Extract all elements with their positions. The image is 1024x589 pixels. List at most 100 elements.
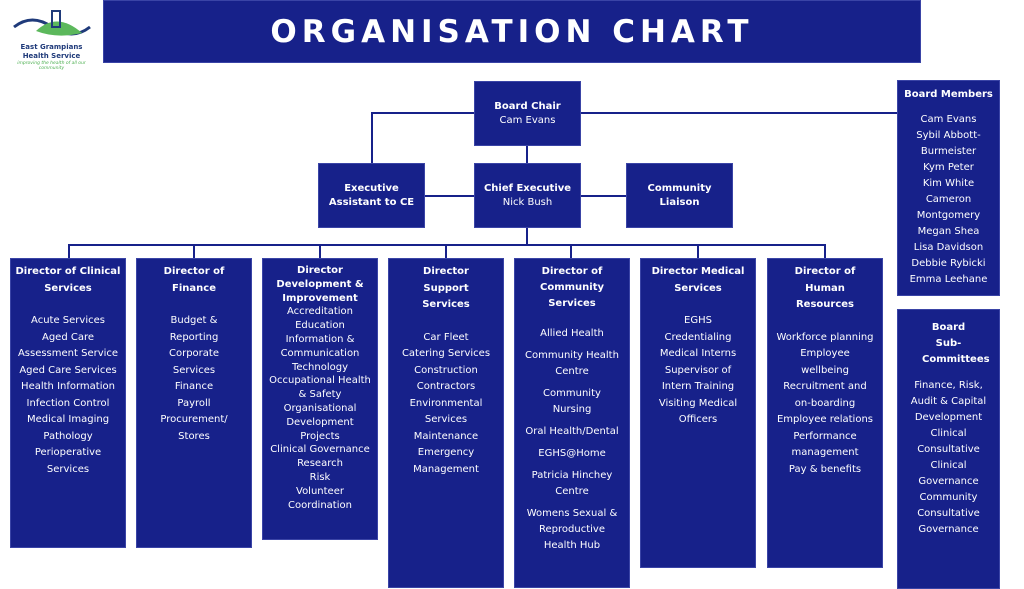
director-heading: Director of Finance [163, 266, 225, 294]
list-item: Infection Control [26, 397, 110, 409]
list-item: Payroll [177, 397, 211, 409]
list-item: Lisa Davidson [913, 242, 984, 253]
list-item: Risk [309, 471, 331, 483]
connector [68, 244, 826, 246]
list-item: Emergency Management [413, 447, 479, 475]
list-item: Education [295, 320, 345, 332]
list-item: Corporate Services [169, 348, 219, 376]
director-heading: Director of Community Services [539, 266, 604, 309]
list-item: Acute Services [31, 315, 105, 326]
connector [570, 244, 572, 258]
list-item: Pay & benefits [788, 463, 862, 475]
list-item: Allied Health [540, 328, 604, 339]
director-heading: Director Medical Services [651, 266, 745, 294]
connector [68, 244, 70, 258]
list-item: Cam Evans [920, 114, 977, 125]
list-item: Catering Services [401, 348, 491, 359]
list-item: Occupational Health & Safety [269, 375, 371, 401]
list-item: Patricia Hinchey Centre [531, 470, 613, 497]
connector [824, 244, 826, 258]
exec-assistant-box: Executive Assistant to CE [318, 163, 425, 228]
connector [372, 112, 897, 114]
connector [697, 244, 699, 258]
list-item: Kym Peter [923, 162, 974, 173]
list-item: Health Information [21, 381, 115, 392]
list-item: Information & Communication Technology [280, 333, 360, 373]
exec-assistant-role: Executive Assistant to CE [328, 182, 415, 208]
director-heading: Director Support Services [422, 266, 470, 310]
list-item: Community Nursing [543, 388, 601, 415]
director-heading: Director of Clinical Services [15, 266, 121, 294]
list-item: Employee relations [776, 414, 874, 425]
list-item: Debbie Rybicki [911, 258, 986, 269]
list-item: Community Health Centre [525, 350, 619, 377]
chief-executive-role: Chief Executive [483, 182, 572, 194]
list-item: EGHS Credentialing [664, 315, 732, 343]
list-item: Procurement/ Stores [160, 414, 228, 442]
list-item: Cameron Montgomery [916, 194, 981, 221]
sub-committees-box: Board Sub-Committees Finance, Risk, Audi… [897, 309, 1000, 589]
list-item: Perioperative Services [34, 447, 102, 475]
list-item: Sybil Abbott-Burmeister [916, 130, 981, 157]
list-item: Clinical Consultative [917, 428, 980, 455]
director-heading: Director Development & Improvement [276, 265, 364, 304]
list-item: Finance [174, 381, 214, 392]
list-item: Supervisor of Intern Training [661, 364, 735, 393]
list-item: Kim White [922, 178, 975, 189]
list-item: Medical Interns [659, 348, 737, 359]
list-item: Oral Health/Dental [525, 426, 619, 437]
list-item: Visiting Medical Officers [658, 397, 738, 426]
logo: East Grampians Health Service improving … [4, 5, 99, 71]
list-item: Clinical Governance [270, 444, 370, 456]
list-item: Community Consultative Governance [917, 492, 980, 535]
logo-icon [12, 10, 91, 36]
community-liaison-role: Community Liaison [647, 182, 712, 208]
logo-name-1: East Grampians [20, 43, 83, 51]
connector [526, 228, 528, 245]
list-item: Clinical Governance [918, 460, 979, 487]
logo-tagline: improving the health of all our communit… [17, 61, 86, 71]
list-item: Megan Shea [917, 226, 980, 237]
connector [445, 244, 447, 258]
list-item: Construction [414, 364, 478, 376]
logo-name-2: Health Service [22, 52, 81, 60]
list-item: EGHS@Home [538, 448, 606, 459]
chief-executive-name: Nick Bush [502, 196, 553, 208]
list-item: Maintenance [413, 430, 479, 442]
list-item: Budget & Reporting [169, 315, 219, 343]
connector [319, 244, 321, 258]
connector [526, 146, 528, 163]
item-list: Finance, Risk, Audit & Capital Developme… [908, 378, 989, 538]
page-title: ORGANISATION CHART [103, 0, 921, 63]
list-item: Contractors [416, 381, 476, 392]
list-item: Pathology [43, 430, 93, 442]
list-item: Organisational Development Projects [283, 402, 357, 442]
list-item: Workforce planning [776, 331, 874, 343]
connector [371, 112, 373, 163]
director-heading: Director of Human Resources [794, 266, 856, 310]
list-item: Car Fleet [423, 331, 469, 343]
list-item: Performance management [791, 430, 859, 459]
list-item: Environmental Services [409, 397, 483, 426]
board-chair-name: Cam Evans [499, 114, 556, 126]
list-item: Volunteer Coordination [288, 485, 352, 511]
list-item: Aged Care Assessment Service [17, 331, 119, 360]
list-item: Accreditation [286, 306, 354, 318]
list-item: Womens Sexual & Reproductive Health Hub [526, 508, 618, 551]
list-item: Aged Care Services [19, 364, 117, 376]
board-chair-role: Board Chair [494, 100, 561, 112]
list-item: Finance, Risk, Audit & Capital Developme… [910, 380, 987, 423]
